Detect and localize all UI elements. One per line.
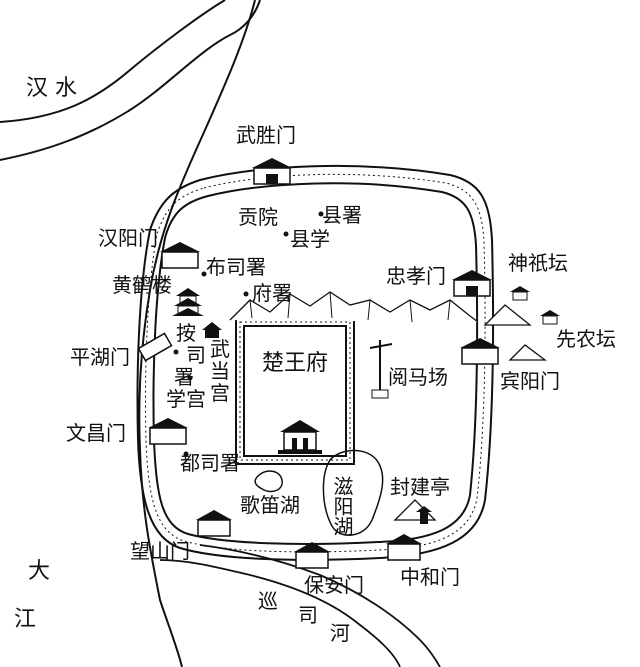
gate-label-wusheng: 武胜门 (236, 123, 296, 147)
gate-tower-wangshan (196, 510, 232, 537)
gate-tower-wusheng (252, 158, 292, 185)
place-label-chuwangfu: 楚王府 (262, 351, 328, 376)
gate-label-hanyang: 汉阳门 (98, 226, 158, 250)
gate-label-zhonghe: 中和门 (400, 565, 460, 589)
xiannongtan-altar-icon (540, 310, 560, 325)
gate-label-binyang: 宾阳门 (500, 369, 560, 393)
place-label-xianshu: 县署 (322, 203, 362, 227)
hill-range (229, 291, 547, 361)
place-label-ziyanghu: 滋阳湖 (330, 476, 354, 536)
han-river (0, 0, 261, 161)
place-label-dusishu: 都司署 (180, 451, 240, 475)
wudang-temple-icon (202, 322, 222, 338)
place-label-gedihu: 歌笛湖 (240, 493, 300, 517)
place-label-an: 按 (176, 321, 196, 345)
gate-tower-pinghu (137, 332, 173, 362)
place-label-busishu: 布司署 (206, 255, 266, 279)
gate-label-pinghu: 平湖门 (70, 345, 130, 369)
chu-wang-fu-enclosure (235, 317, 355, 465)
place-label-gong: 宫 (210, 381, 230, 405)
gate-label-wenchang: 文昌门 (66, 421, 126, 445)
shenqitan-altar-icon (510, 286, 530, 301)
place-label-yuemachang: 阅马场 (388, 365, 448, 389)
xunsi-river (159, 544, 441, 667)
jiang-label: 江 (14, 607, 36, 632)
gate-tower-wenchang (148, 418, 188, 445)
place-label-xiannongtan: 先农坛 (556, 327, 616, 351)
gate-tower-zhonghe (386, 534, 422, 561)
ziyanghu-lake (322, 449, 384, 536)
place-label-wu: 武 (210, 337, 230, 361)
da-label: 大 (28, 559, 50, 584)
gate-tower-baoan (294, 542, 330, 569)
place-label-shenqitan: 神祇坛 (508, 251, 568, 275)
gedihu-lake (254, 470, 283, 493)
huanghelou-pagoda-icon (172, 288, 204, 316)
place-label-xuegong: 学宫 (166, 387, 206, 411)
gate-label-zhongxiao: 忠孝门 (386, 264, 446, 288)
place-label-huanghelou: 黄鹤楼 (112, 273, 172, 297)
yuemachang-flagpole-icon (369, 340, 393, 399)
palace-icon (278, 420, 322, 454)
place-label-si: 司 (186, 343, 206, 367)
han-shui-label: 汉 水 (26, 76, 77, 101)
place-label-fengjianting: 封建亭 (390, 475, 450, 499)
gate-tower-hanyang (160, 242, 200, 269)
gate-tower-zhongxiao (452, 270, 492, 297)
place-label-dang: 当 (210, 359, 230, 383)
location-dots (173, 211, 324, 457)
gate-label-baoan: 保安门 (304, 573, 364, 597)
place-label-shu: 署 (174, 365, 194, 389)
fengjianting-pavilion-icon (393, 499, 437, 524)
place-label-xianxue: 县学 (290, 227, 330, 251)
xunsi-si-label: 司 (298, 603, 318, 627)
place-label-fushu: 府署 (252, 281, 292, 305)
gate-tower-binyang (460, 338, 500, 365)
xunsi-he-label: 河 (330, 621, 350, 645)
xunsi-xun-label: 巡 (258, 589, 278, 613)
place-label-gongyuan: 贡院 (238, 205, 278, 229)
gate-label-wangshan: 望山门 (130, 539, 190, 563)
